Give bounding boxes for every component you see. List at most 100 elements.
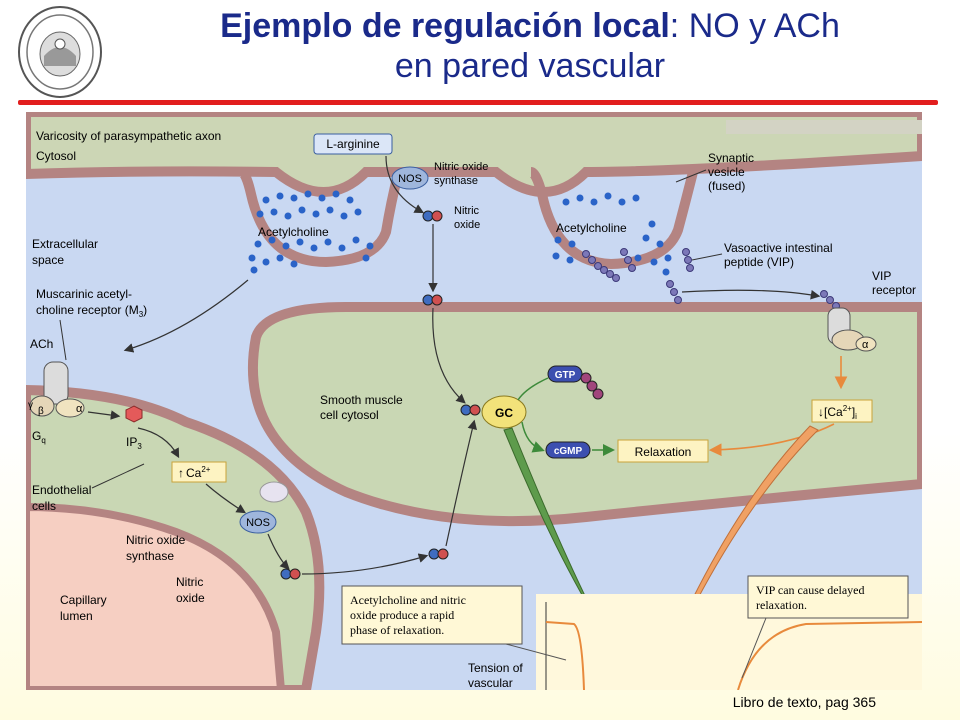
extracellular-label-2: space <box>32 253 64 267</box>
extracellular-label-1: Extracellular <box>32 237 98 251</box>
gtp-badge <box>547 365 583 383</box>
smooth-muscle-label-2: cell cytosol <box>320 408 379 422</box>
diagram-figure: L-arginine NOS Nitric oxide synthase Nit… <box>26 112 922 690</box>
synaptic-label-1: Synaptic <box>708 151 754 165</box>
gq-label: Gq <box>32 429 46 445</box>
vip-to-receptor-arrow <box>681 289 821 300</box>
title-bold: Ejemplo de regulación local <box>220 7 670 45</box>
gc-label: GC <box>495 406 513 420</box>
l-arginine-label: L-arginine <box>326 137 380 151</box>
vip-label-2: peptide (VIP) <box>724 255 794 269</box>
note-delayed-1: VIP can cause delayed <box>756 583 865 597</box>
vip-label-1: Vasoactive intestinal <box>724 241 833 255</box>
title-underline <box>18 100 938 105</box>
nos-top-desc-2: synthase <box>434 175 478 187</box>
muscarinic-pointer <box>59 319 67 361</box>
vip-receptor-label-1: VIP <box>872 269 891 283</box>
nos-enzyme-bottom <box>239 510 277 534</box>
endothelial-pointer <box>91 463 145 489</box>
alpha-left-label: α <box>76 403 83 415</box>
no-at-gc <box>469 404 481 416</box>
axon-varicosity <box>26 112 922 197</box>
synaptic-label-2: vesicle <box>708 165 745 179</box>
cytosol-label: Cytosol <box>36 149 76 163</box>
note-rapid-2: oxide produce a rapid <box>350 608 454 622</box>
muscarinic-receptor <box>29 361 85 418</box>
acetylcholine-left-label: Acetylcholine <box>258 225 329 239</box>
nos-top-desc-1: Nitric oxide <box>434 161 488 173</box>
nos-bottom-desc-2: synthase <box>126 549 174 563</box>
ip3-molecule <box>125 405 143 423</box>
tension-label-1: Tension of <box>468 661 523 675</box>
mirrored-text-strip <box>726 120 922 134</box>
l-arginine-box <box>313 133 393 155</box>
smooth-muscle-cell <box>247 302 922 527</box>
no-molecule-endothelial <box>289 568 301 580</box>
ach-release-arrow <box>123 279 249 353</box>
slide-title: Ejemplo de regulación local: NO y ACh en… <box>110 6 950 86</box>
nos-bottom-desc-1: Nitric oxide <box>126 533 186 547</box>
relaxation-label: Relaxation <box>635 445 692 459</box>
title-rest: : NO y ACh <box>669 7 840 45</box>
tension-label-2: vascular <box>468 676 513 690</box>
capillary-label-2: lumen <box>60 609 93 623</box>
note-rapid-pointer <box>505 643 567 661</box>
no-molecule-top <box>431 210 443 222</box>
cgmp-badge <box>545 441 591 459</box>
gamma-label: γ <box>28 400 33 411</box>
no-exit-to-gc-arrow <box>445 419 477 547</box>
ach-label: ACh <box>30 337 53 351</box>
ip3-label: IP3 <box>126 435 142 451</box>
nos-enzyme-top <box>391 166 429 190</box>
university-seal <box>18 6 102 98</box>
vip-peptides <box>582 248 840 310</box>
ca-to-relaxation-arrow <box>708 423 835 457</box>
acetylcholine-dots-left <box>248 190 374 274</box>
ip3-to-ca-arrow <box>137 427 180 459</box>
relaxation-box <box>617 439 709 463</box>
nos-top-label: NOS <box>398 173 422 185</box>
endothelial-label-1: Endothelial <box>32 483 91 497</box>
varicosity-label: Varicosity of parasympathetic axon <box>36 129 221 143</box>
nos-bottom-label: NOS <box>246 517 270 529</box>
beta-label: β <box>38 406 44 417</box>
note-delayed-pointer <box>741 617 767 679</box>
vesicle-left-membrane <box>239 167 403 268</box>
gtp-label: GTP <box>555 370 576 381</box>
ca-rise-label: ↑Ca2+ <box>178 465 211 480</box>
gtp-to-gc-line <box>517 377 549 401</box>
cgmp-label: cGMP <box>554 446 583 457</box>
alpha-right-label: α <box>862 339 869 351</box>
vip-receptor <box>827 307 877 352</box>
nitric-oxide-top-2: oxide <box>454 219 480 231</box>
note-rapid-3: phase of relaxation. <box>350 623 444 637</box>
ca-intracellular-box <box>811 399 873 423</box>
no-exit-arrow <box>301 553 429 575</box>
synaptic-label-3: (fused) <box>708 179 745 193</box>
muscarinic-label-1: Muscarinic acetyl- <box>36 287 132 301</box>
note-delayed-2: relaxation. <box>756 598 807 612</box>
guanylyl-cyclase <box>481 395 527 429</box>
gc-to-cgmp-arrow <box>521 421 545 453</box>
no-molecule-mid <box>431 294 443 306</box>
ca-i-label: ↓[Ca2+]i <box>818 404 857 421</box>
nitric-bottom-1: Nitric <box>176 575 203 589</box>
nos-to-no-arrow <box>267 533 290 570</box>
acetylcholine-dots-right <box>552 192 672 276</box>
endothelial-label-2: cells <box>32 499 56 513</box>
title-line2: en pared vascular <box>394 47 666 85</box>
note-rapid-box <box>341 585 523 645</box>
endothelial-vesicle <box>259 481 289 503</box>
vip-pointer <box>691 253 723 261</box>
rapid-tension-curve <box>545 621 585 690</box>
capillary-label-1: Capillary <box>60 593 107 607</box>
capillary-lumen <box>26 502 286 690</box>
arginine-to-no-arrow <box>385 155 425 214</box>
acetylcholine-right-label: Acetylcholine <box>556 221 627 235</box>
no-ach-diagram: L-arginine NOS Nitric oxide synthase Nit… <box>26 112 922 690</box>
note-delayed-box <box>747 575 909 619</box>
vip-receptor-label-2: receptor <box>872 283 916 297</box>
ca-rise-box <box>171 461 227 483</box>
source-caption: Libro de texto, pag 365 <box>732 694 876 710</box>
nitric-oxide-top-1: Nitric <box>454 205 480 217</box>
